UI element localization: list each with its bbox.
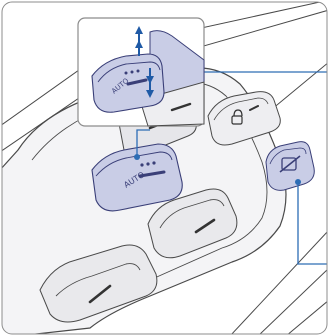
window-lock-button: [266, 142, 314, 191]
inset-detail: AUTO: [78, 18, 204, 126]
